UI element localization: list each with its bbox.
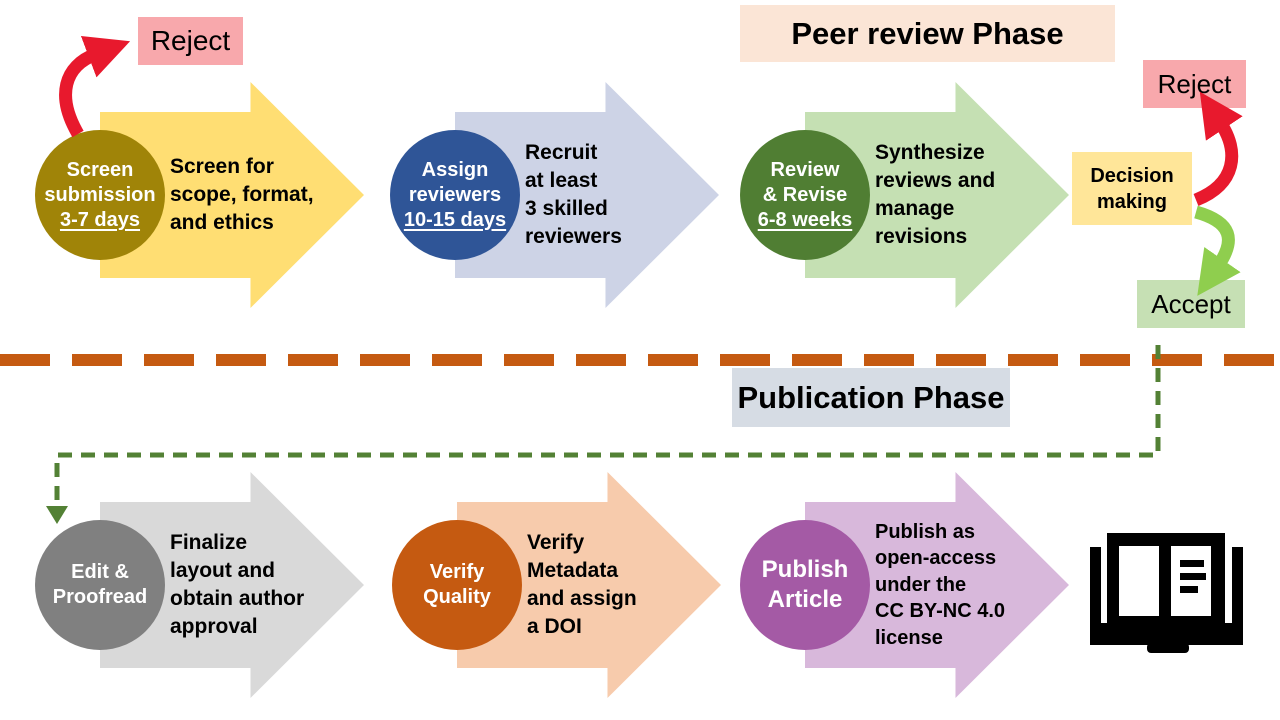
review-revise-duration: 6-8 weeks <box>757 208 853 231</box>
book-right-page <box>1171 546 1211 616</box>
book-text-line-1 <box>1180 560 1204 567</box>
book-right-cover <box>1232 547 1243 635</box>
publication-phase-header: Publication Phase <box>732 368 1010 427</box>
decision-reject-arrow <box>1193 91 1243 207</box>
verify-arrow-text: Verify Metadata and assign a DOI <box>527 531 637 638</box>
peer-review-phase-header: Peer review Phase <box>740 5 1115 62</box>
open-book-icon <box>1090 533 1243 653</box>
book-base <box>1090 623 1243 645</box>
publish-article-circle: Publish Article <box>740 520 870 650</box>
assign-reviewers-circle: Assign reviewers 10-15 days <box>390 130 520 260</box>
screen-submission-duration: 3-7 days <box>59 208 141 231</box>
step-verify-quality: Verify Metadata and assign a DOI <box>457 472 721 698</box>
publish-article-label: Publish Article <box>761 556 849 613</box>
screen-submission-label: Screen submission <box>44 158 156 206</box>
verify-quality-label: Verify Quality <box>423 561 491 608</box>
screen-arrow-text: Screen for scope, format, and ethics <box>170 155 314 234</box>
edit-arrow-text: Finalize layout and obtain author approv… <box>170 531 305 638</box>
review-arrow-text: Synthesize reviews and manage revisions <box>875 141 996 248</box>
phase-connector-arrowhead <box>46 506 68 524</box>
review-revise-label: Review & Revise <box>762 158 848 206</box>
decision-accept-arrow <box>1194 205 1241 296</box>
assign-arrow-text: Recruit at least 3 skilled reviewers <box>525 141 622 248</box>
book-left-cover <box>1090 547 1101 635</box>
book-text-line-2 <box>1180 573 1206 580</box>
book-left-page <box>1119 546 1159 616</box>
decision-making-box: Decision making <box>1072 152 1192 225</box>
screen-submission-circle: Screen submission 3-7 days <box>35 130 165 260</box>
step-review-revise: Synthesize reviews and manage revisions <box>805 82 1069 308</box>
assign-reviewers-duration: 10-15 days <box>403 208 507 231</box>
reject-label-top: Reject <box>138 17 243 65</box>
book-text-line-3 <box>1180 586 1198 593</box>
assign-reviewers-label: Assign reviewers <box>408 158 502 206</box>
verify-quality-circle: Verify Quality <box>392 520 522 650</box>
screen-reject-arrow <box>59 36 131 138</box>
phase-connector-dashed-line <box>54 345 1161 506</box>
edit-proofread-label: Edit & Proofread <box>52 561 148 608</box>
edit-proofread-circle: Edit & Proofread <box>35 520 165 650</box>
book-tab <box>1147 643 1189 653</box>
review-revise-circle: Review & Revise 6-8 weeks <box>740 130 870 260</box>
publish-arrow-text: Publish as open-access under the CC BY-N… <box>875 520 1006 649</box>
step-screen-submission: Screen for scope, format, and ethics <box>100 82 364 308</box>
